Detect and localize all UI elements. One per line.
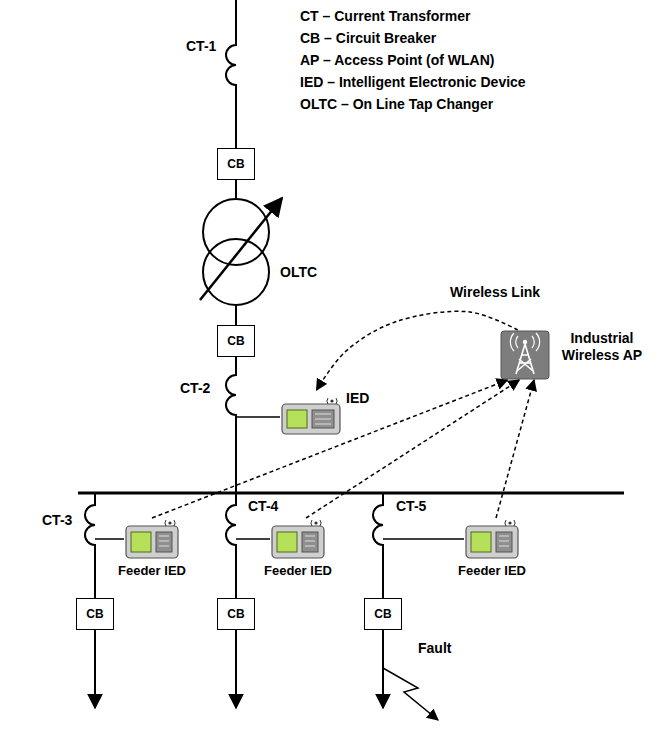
tower-symbol (516, 344, 534, 374)
main-feeder-line (226, 0, 236, 493)
device-port (159, 541, 169, 542)
antenna (508, 521, 511, 524)
antenna (168, 521, 171, 524)
circuit-breaker-box: CB (217, 148, 255, 180)
tap-changer-arrow (200, 198, 282, 300)
component-label: CT-5 (396, 498, 426, 515)
ap-body (501, 331, 549, 379)
ct-wire (95, 538, 124, 540)
ied-device: IED (280, 390, 371, 436)
circuit-breaker-box: CB (217, 598, 255, 630)
device-port (159, 536, 169, 537)
component-label: CT-2 (180, 380, 210, 397)
ct-wire (383, 538, 464, 540)
node-label: CB (227, 607, 244, 621)
tower-top (523, 340, 527, 344)
device-panel (302, 532, 318, 552)
circuit-breaker-box: CB (76, 598, 114, 630)
feeder-line (226, 493, 236, 598)
device-port (305, 536, 315, 537)
circuit-breaker-box: CB (364, 598, 402, 630)
feeder-outlet-arrow (235, 630, 237, 708)
node-label: Feeder IED (458, 563, 526, 579)
device-port (315, 424, 331, 425)
node-label: CB (86, 607, 103, 621)
device-screen (131, 532, 151, 552)
ied-device-icon (270, 518, 326, 560)
antenna-waves (165, 520, 175, 526)
antenna (330, 399, 333, 402)
node-label: CB (227, 334, 244, 348)
feeder-ied-device: Feeder IED (452, 518, 532, 579)
device-port (499, 546, 509, 547)
device-port (315, 419, 331, 420)
device-panel (156, 532, 172, 552)
abbreviation-note: OLTC – On Line Tap Changer (300, 96, 493, 113)
device-body (272, 526, 324, 558)
node-label: CB (227, 157, 244, 171)
radio-waves (510, 333, 539, 351)
node-label: Feeder IED (264, 563, 332, 579)
circuit-breaker-box: CB (217, 325, 255, 357)
ied-device-icon (464, 518, 520, 560)
abbreviation-note: CB – Circuit Breaker (300, 30, 436, 47)
fault-label: Fault (418, 640, 451, 657)
antenna-waves (327, 398, 337, 404)
antenna-waves (505, 520, 515, 526)
device-port (315, 414, 331, 415)
transformer-winding (203, 239, 269, 305)
node-label: Industrial Wireless AP (556, 330, 648, 364)
feeder-outlet-arrow (94, 630, 96, 708)
component-label: OLTC (280, 264, 317, 281)
ied-device-icon (280, 396, 342, 436)
device-port (499, 541, 509, 542)
device-panel (312, 410, 334, 428)
device-body (466, 526, 518, 558)
component-label: CT-3 (42, 512, 72, 529)
busbar (78, 492, 624, 495)
component-label: CT-1 (186, 38, 216, 55)
antenna-waves (311, 520, 321, 526)
ct-wire (236, 416, 280, 418)
feeder-line (85, 493, 95, 598)
device-body (282, 404, 340, 434)
link-label: Wireless Link (448, 284, 542, 301)
node-label: IED (346, 390, 369, 407)
device-port (499, 536, 509, 537)
access-point: Industrial Wireless AP (500, 330, 648, 380)
wireless-link-arrow (496, 380, 534, 518)
device-screen (287, 410, 307, 428)
node-label: Feeder IED (118, 563, 186, 579)
abbreviation-note: AP – Access Point (of WLAN) (300, 52, 494, 69)
fault-symbol (383, 668, 438, 720)
feeder-ied-device: Feeder IED (112, 518, 192, 579)
node-label: CB (374, 607, 391, 621)
wireless-link-arrow (306, 380, 519, 518)
abbreviation-note: IED – Intelligent Electronic Device (300, 74, 526, 91)
device-port (305, 541, 315, 542)
component-label: CT-4 (248, 498, 278, 515)
device-screen (277, 532, 297, 552)
device-screen (471, 532, 491, 552)
abbreviation-note: CT – Current Transformer (300, 8, 470, 25)
feeder-ied-device: Feeder IED (258, 518, 338, 579)
access-point-icon (500, 330, 550, 380)
device-port (305, 546, 315, 547)
feeder-line (373, 493, 383, 598)
device-panel (496, 532, 512, 552)
wireless-link-arrow (152, 380, 507, 518)
ied-device-icon (124, 518, 180, 560)
wireless-link-arrow (317, 311, 518, 390)
ct-wire (236, 538, 270, 540)
device-body (126, 526, 178, 558)
antenna (314, 521, 317, 524)
device-port (159, 546, 169, 547)
